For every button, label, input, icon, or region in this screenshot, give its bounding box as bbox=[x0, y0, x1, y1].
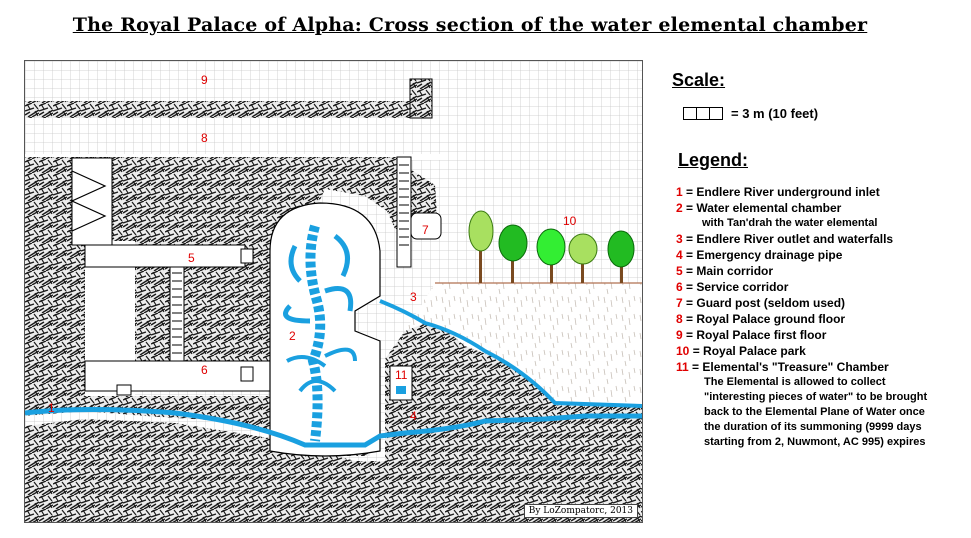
legend-item-2-note: with Tan'drah the water elemental bbox=[702, 217, 878, 229]
legend-item-8: 8 = Royal Palace ground floor bbox=[676, 312, 846, 326]
map-title: The Royal Palace of Alpha: Cross section… bbox=[72, 14, 868, 36]
legend-heading: Legend: bbox=[678, 150, 748, 170]
scale-value: = 3 m (10 feet) bbox=[731, 106, 819, 121]
treasure-chamber bbox=[389, 365, 413, 401]
cross-section-map: 9 8 5 6 2 3 7 10 11 1 4 By LoZompatorc, … bbox=[24, 60, 643, 523]
scale-heading: Scale: bbox=[672, 70, 726, 90]
legend-item-3: 3 = Endlere River outlet and waterfalls bbox=[676, 232, 894, 246]
map-label-4: 4 bbox=[410, 409, 417, 423]
legend-item-2: 2 = Water elemental chamber bbox=[676, 201, 842, 215]
map-label-5: 5 bbox=[188, 251, 195, 265]
service-corridor bbox=[84, 360, 271, 392]
legend-item-11: 11 = Elemental's "Treasure" Chamber bbox=[676, 360, 889, 374]
middle-bedrock bbox=[25, 241, 370, 456]
legend-item-11-note-line: "interesting pieces of water" to be brou… bbox=[704, 391, 928, 403]
park-soil bbox=[405, 283, 642, 406]
map-label-1: 1 bbox=[48, 401, 55, 415]
scale-row: = 3 m (10 feet) bbox=[683, 106, 819, 121]
legend-item-4: 4 = Emergency drainage pipe bbox=[676, 248, 843, 262]
guard-post bbox=[410, 212, 442, 240]
map-label-3: 3 bbox=[410, 290, 417, 304]
floor-9-stair bbox=[409, 78, 433, 119]
legend-item-1: 1 = Endlere River underground inlet bbox=[676, 185, 880, 199]
legend-item-9: 9 = Royal Palace first floor bbox=[676, 328, 827, 342]
map-label-6: 6 bbox=[201, 363, 208, 377]
floor-9-slab bbox=[25, 101, 410, 118]
river-outlet bbox=[379, 299, 642, 408]
main-corridor bbox=[84, 244, 246, 268]
map-drawing bbox=[25, 61, 642, 522]
map-label-10: 10 bbox=[563, 214, 577, 228]
legend-item-11-note-line: The Elemental is allowed to collect bbox=[704, 376, 886, 388]
map-label-7: 7 bbox=[422, 223, 429, 237]
map-label-8: 8 bbox=[201, 131, 208, 145]
map-label-2: 2 bbox=[289, 329, 296, 343]
legend-item-5: 5 = Main corridor bbox=[676, 264, 774, 278]
map-label-9: 9 bbox=[201, 73, 208, 87]
author-credit: By LoZompatorc, 2013 bbox=[523, 504, 638, 518]
legend-item-11-note-line: back to the Elemental Plane of Water onc… bbox=[704, 406, 925, 418]
legend-item-6: 6 = Service corridor bbox=[676, 280, 789, 294]
park-trees bbox=[468, 210, 635, 283]
left-block bbox=[25, 241, 85, 263]
left-staircase bbox=[71, 157, 113, 246]
legend-list: 1 = Endlere River underground inlet 2 = … bbox=[676, 184, 966, 450]
river-inlet bbox=[25, 407, 642, 448]
legend-item-7: 7 = Guard post (seldom used) bbox=[676, 296, 846, 310]
legend-panel: Scale: = 3 m (10 feet) Legend: 1 = Endle… bbox=[672, 70, 962, 448]
legend-item-11-note-line: starting from 2, Nuwmont, AC 995) expire… bbox=[704, 436, 926, 448]
map-label-11: 11 bbox=[395, 368, 408, 382]
scale-grid-icon bbox=[683, 107, 723, 120]
legend-item-10: 10 = Royal Palace park bbox=[676, 344, 806, 358]
guard-ladder bbox=[396, 156, 412, 268]
lower-bedrock bbox=[25, 419, 642, 522]
legend-item-11-note-line: the duration of its summoning (9999 days bbox=[704, 421, 922, 433]
